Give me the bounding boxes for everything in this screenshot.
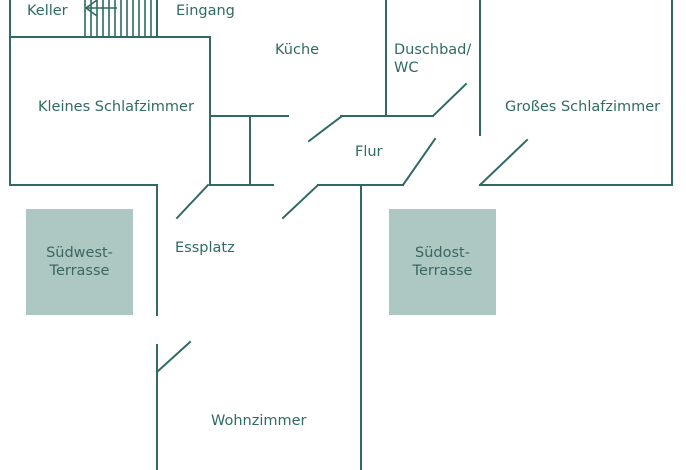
suedwest-terrace-area	[26, 209, 133, 315]
room-label-duschbad: Duschbad/ WC	[394, 41, 471, 77]
suedost-terrace-area	[389, 209, 496, 315]
room-label-flur: Flur	[355, 144, 383, 160]
terrace-label-suedost: Südost- Terrasse	[389, 244, 496, 280]
left-arrow-icon	[84, 0, 117, 17]
room-label-duschbad-line1: Duschbad/	[394, 42, 472, 58]
terrace-label-suedwest-line2: Terrasse	[49, 263, 110, 279]
terrace-label-suedwest-line1: Südwest-	[46, 245, 113, 261]
room-label-kleines-schlafzimmer: Kleines Schlafzimmer	[38, 99, 194, 115]
terrace-label-suedwest: Südwest- Terrasse	[26, 244, 133, 280]
room-label-keller: Keller	[27, 3, 68, 19]
room-label-duschbad-line2: WC	[394, 60, 419, 76]
room-label-kueche: Küche	[275, 42, 320, 58]
staircase	[84, 0, 158, 38]
terrace-label-suedost-line2: Terrasse	[412, 263, 473, 279]
walls	[9, 0, 673, 470]
terrace-label-suedost-line1: Südost-	[415, 245, 470, 261]
room-label-essplatz: Essplatz	[175, 240, 235, 256]
room-label-wohnzimmer: Wohnzimmer	[211, 413, 307, 429]
room-label-eingang: Eingang	[176, 3, 235, 19]
room-label-grosses-schlafzimmer: Großes Schlafzimmer	[505, 99, 661, 115]
